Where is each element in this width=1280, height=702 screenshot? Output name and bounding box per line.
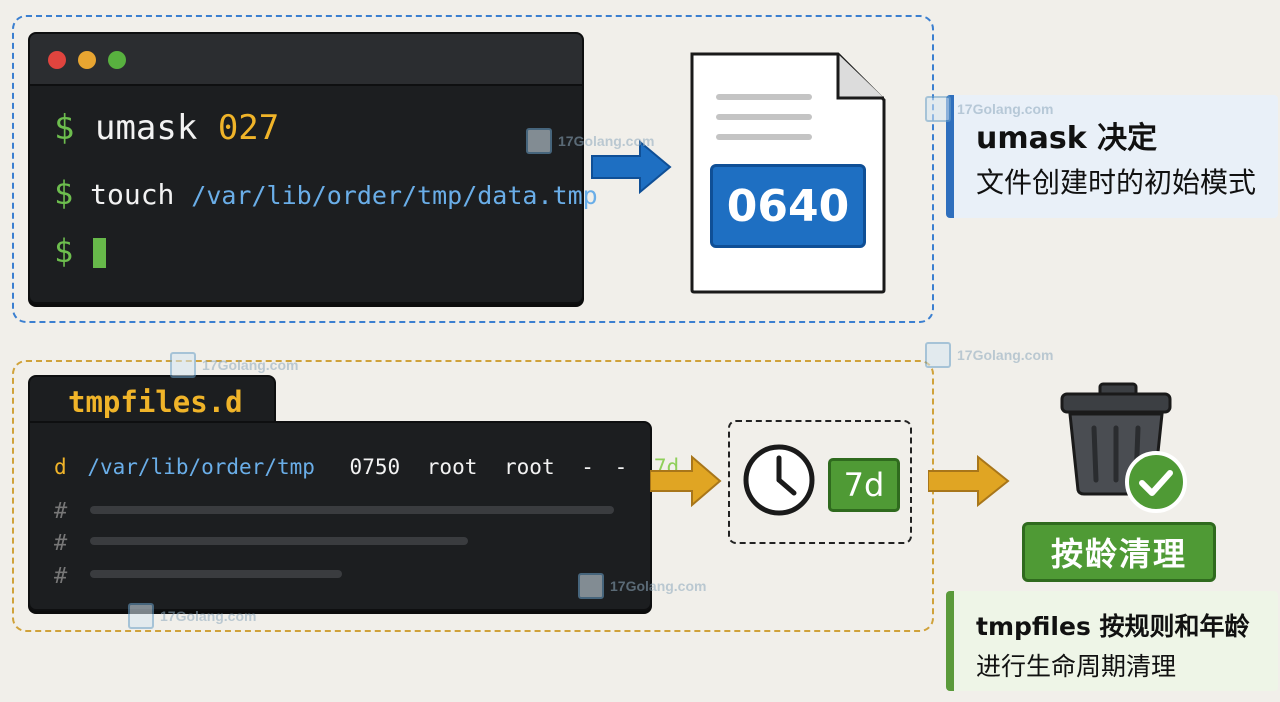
touch-path: /var/lib/order/tmp/data.tmp (191, 181, 598, 210)
tmpfiles-callout-line2: 进行生命周期清理 (976, 652, 1177, 681)
watermark: 17Golang.com (526, 128, 654, 154)
tmpfiles-callout-line1: tmpfiles 按规则和年龄 (976, 612, 1250, 641)
tmpfiles-config-line: d /var/lib/order/tmp 0750 root root - - … (54, 455, 679, 479)
watermark-text: 17Golang.com (558, 133, 655, 149)
comment-hash: # (54, 531, 68, 556)
watermark-logo-icon (925, 342, 951, 368)
comment-line-placeholder (90, 506, 614, 514)
entry-arg-1: - (581, 455, 594, 479)
minimize-dot-icon[interactable] (78, 51, 96, 69)
watermark-logo-icon (128, 603, 154, 629)
watermark-text: 17Golang.com (957, 101, 1054, 117)
prompt-symbol: $ (54, 174, 74, 212)
tmpfiles-tab-label: tmpfiles.d (68, 385, 243, 419)
tmpfiles-group (12, 360, 934, 632)
file-mode-badge: 0640 (710, 164, 866, 248)
comment-hash: # (54, 564, 68, 589)
tmpfiles-callout: tmpfiles 按规则和年龄 进行生命周期清理 (946, 591, 1278, 691)
watermark: 17Golang.com (925, 96, 1053, 122)
watermark: 17Golang.com (578, 573, 706, 599)
entry-path: /var/lib/order/tmp (87, 455, 315, 479)
prompt-symbol: $ (54, 108, 75, 148)
watermark-logo-icon (925, 96, 951, 122)
umask-group (12, 15, 934, 323)
watermark-logo-icon (526, 128, 552, 154)
retention-timer (728, 420, 912, 544)
entry-arg-2: - (614, 455, 628, 479)
umask-callout-line2: 文件创建时的初始模式 (976, 166, 1257, 199)
right-arrow-icon (591, 140, 672, 194)
umask-callout-line1: umask 决定 (976, 121, 1158, 156)
terminal-cursor[interactable] (92, 238, 106, 268)
terminal-line-prompt: $ (54, 232, 106, 270)
tmpfiles-config-terminal: d /var/lib/order/tmp 0750 root root - - … (28, 421, 679, 611)
watermark-text: 17Golang.com (610, 578, 707, 594)
umask-command: umask (94, 108, 198, 148)
clock-icon (743, 444, 815, 516)
checkmark-icon (1125, 451, 1187, 513)
prompt-symbol: $ (54, 232, 74, 270)
maximize-dot-icon[interactable] (108, 51, 126, 69)
comment-line-placeholder (90, 570, 342, 578)
comment-hash: # (54, 499, 68, 524)
entry-user: root (426, 455, 478, 479)
entry-type: d (54, 455, 67, 479)
watermark: 17Golang.com (170, 352, 298, 378)
watermark-logo-icon (170, 352, 196, 378)
watermark-text: 17Golang.com (160, 608, 257, 624)
cleanup-by-age-badge: 按龄清理 (1022, 522, 1216, 582)
comment-line-placeholder (90, 537, 468, 545)
entry-mode: 0750 (349, 455, 401, 479)
terminal-titlebar (30, 34, 582, 86)
age-badge: 7d (828, 458, 900, 512)
terminal-line-touch: $ touch /var/lib/order/tmp/data.tmp (54, 174, 598, 212)
umask-callout: umask 决定 文件创建时的初始模式 (946, 95, 1278, 218)
entry-group: root (504, 455, 555, 479)
watermark-text: 17Golang.com (957, 347, 1054, 363)
watermark-logo-icon (578, 573, 604, 599)
watermark: 17Golang.com (128, 603, 256, 629)
terminal-window: $ umask 027 $ touch /var/lib/order/tmp/d… (28, 32, 598, 304)
watermark-text: 17Golang.com (202, 357, 299, 373)
right-arrow-icon (928, 455, 1010, 507)
close-dot-icon[interactable] (48, 51, 66, 69)
touch-command: touch (90, 178, 175, 211)
umask-value: 027 (217, 108, 280, 148)
watermark: 17Golang.com (925, 342, 1053, 368)
terminal-line-umask: $ umask 027 (54, 108, 279, 148)
right-arrow-icon (650, 455, 722, 507)
